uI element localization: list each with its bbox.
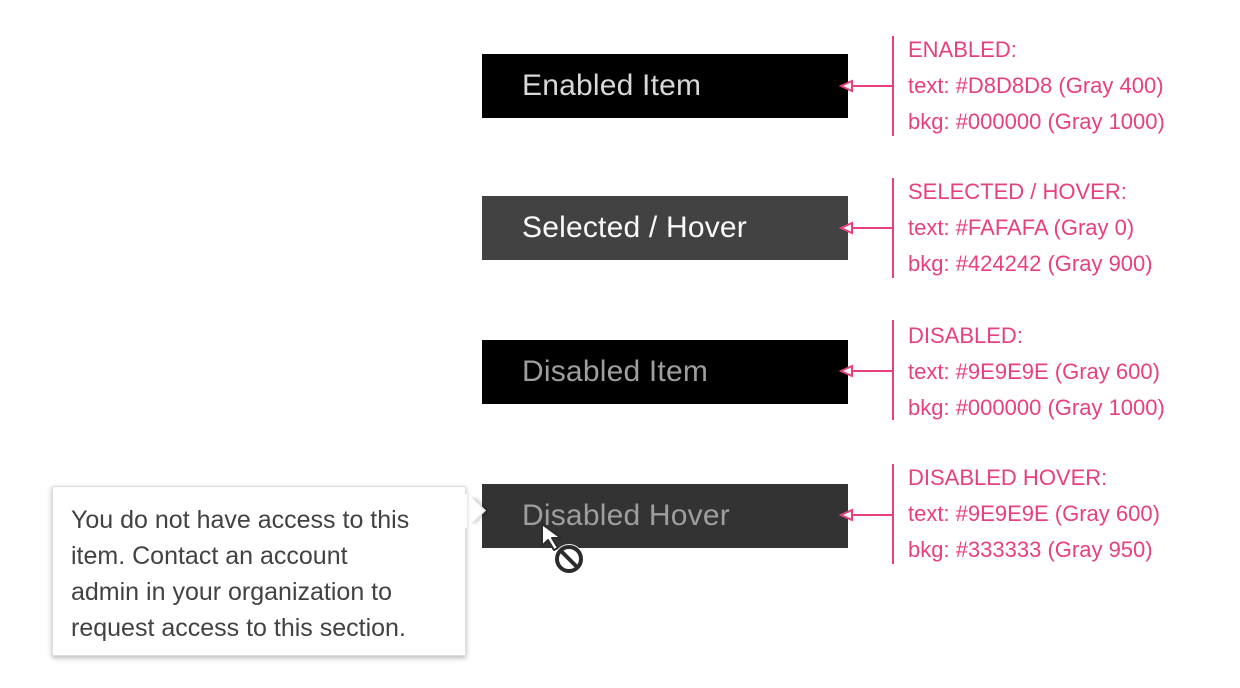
leader-selected-hover <box>838 178 894 278</box>
menu-item-selected-hover[interactable]: Selected / Hover <box>482 196 848 260</box>
tooltip-line: admin in your organization to <box>71 578 393 606</box>
annotation-selected-hover: SELECTED / HOVER: text: #FAFAFA (Gray 0)… <box>908 174 1228 282</box>
annotation-enabled: ENABLED: text: #D8D8D8 (Gray 400) bkg: #… <box>908 32 1228 140</box>
annotation-bkg-color: bkg: #333333 (Gray 950) <box>908 537 1153 562</box>
menu-item-enabled[interactable]: Enabled Item <box>482 54 848 118</box>
annotation-text-color: text: #FAFAFA (Gray 0) <box>908 215 1135 240</box>
access-denied-tooltip: You do not have access to this item. Con… <box>52 486 466 656</box>
annotation-title: SELECTED / HOVER: <box>908 179 1127 204</box>
annotation-text-color: text: #9E9E9E (Gray 600) <box>908 359 1160 384</box>
tooltip-line: request access to this section. <box>71 614 406 642</box>
annotation-disabled: DISABLED: text: #9E9E9E (Gray 600) bkg: … <box>908 318 1228 426</box>
not-allowed-icon <box>554 544 584 574</box>
annotation-bkg-color: bkg: #000000 (Gray 1000) <box>908 109 1165 134</box>
menu-item-disabled: Disabled Item <box>482 340 848 404</box>
annotation-bkg-color: bkg: #000000 (Gray 1000) <box>908 395 1165 420</box>
annotation-title: ENABLED: <box>908 37 1017 62</box>
tooltip-line: You do not have access to this <box>71 506 410 534</box>
annotation-disabled-hover: DISABLED HOVER: text: #9E9E9E (Gray 600)… <box>908 460 1228 568</box>
annotation-bkg-color: bkg: #424242 (Gray 900) <box>908 251 1153 276</box>
annotation-title: DISABLED: <box>908 323 1023 348</box>
menu-item-label: Selected / Hover <box>522 211 747 244</box>
menu-item-label: Enabled Item <box>522 69 702 102</box>
leader-disabled <box>838 320 894 420</box>
menu-item-label: Disabled Item <box>522 355 709 388</box>
tooltip-line: item. Contact an account <box>71 542 348 570</box>
annotation-text-color: text: #9E9E9E (Gray 600) <box>908 501 1160 526</box>
menu-item-disabled-hover: Disabled Hover <box>482 484 848 548</box>
tooltip-arrow-mask <box>455 494 467 528</box>
menu-item-label: Disabled Hover <box>522 499 730 532</box>
arrow-pointer-icon <box>541 523 562 551</box>
not-allowed-cursor <box>541 523 584 574</box>
leader-disabled-hover <box>838 464 894 564</box>
annotation-title: DISABLED HOVER: <box>908 465 1108 490</box>
leader-enabled <box>838 36 894 136</box>
annotation-text-color: text: #D8D8D8 (Gray 400) <box>908 73 1164 98</box>
